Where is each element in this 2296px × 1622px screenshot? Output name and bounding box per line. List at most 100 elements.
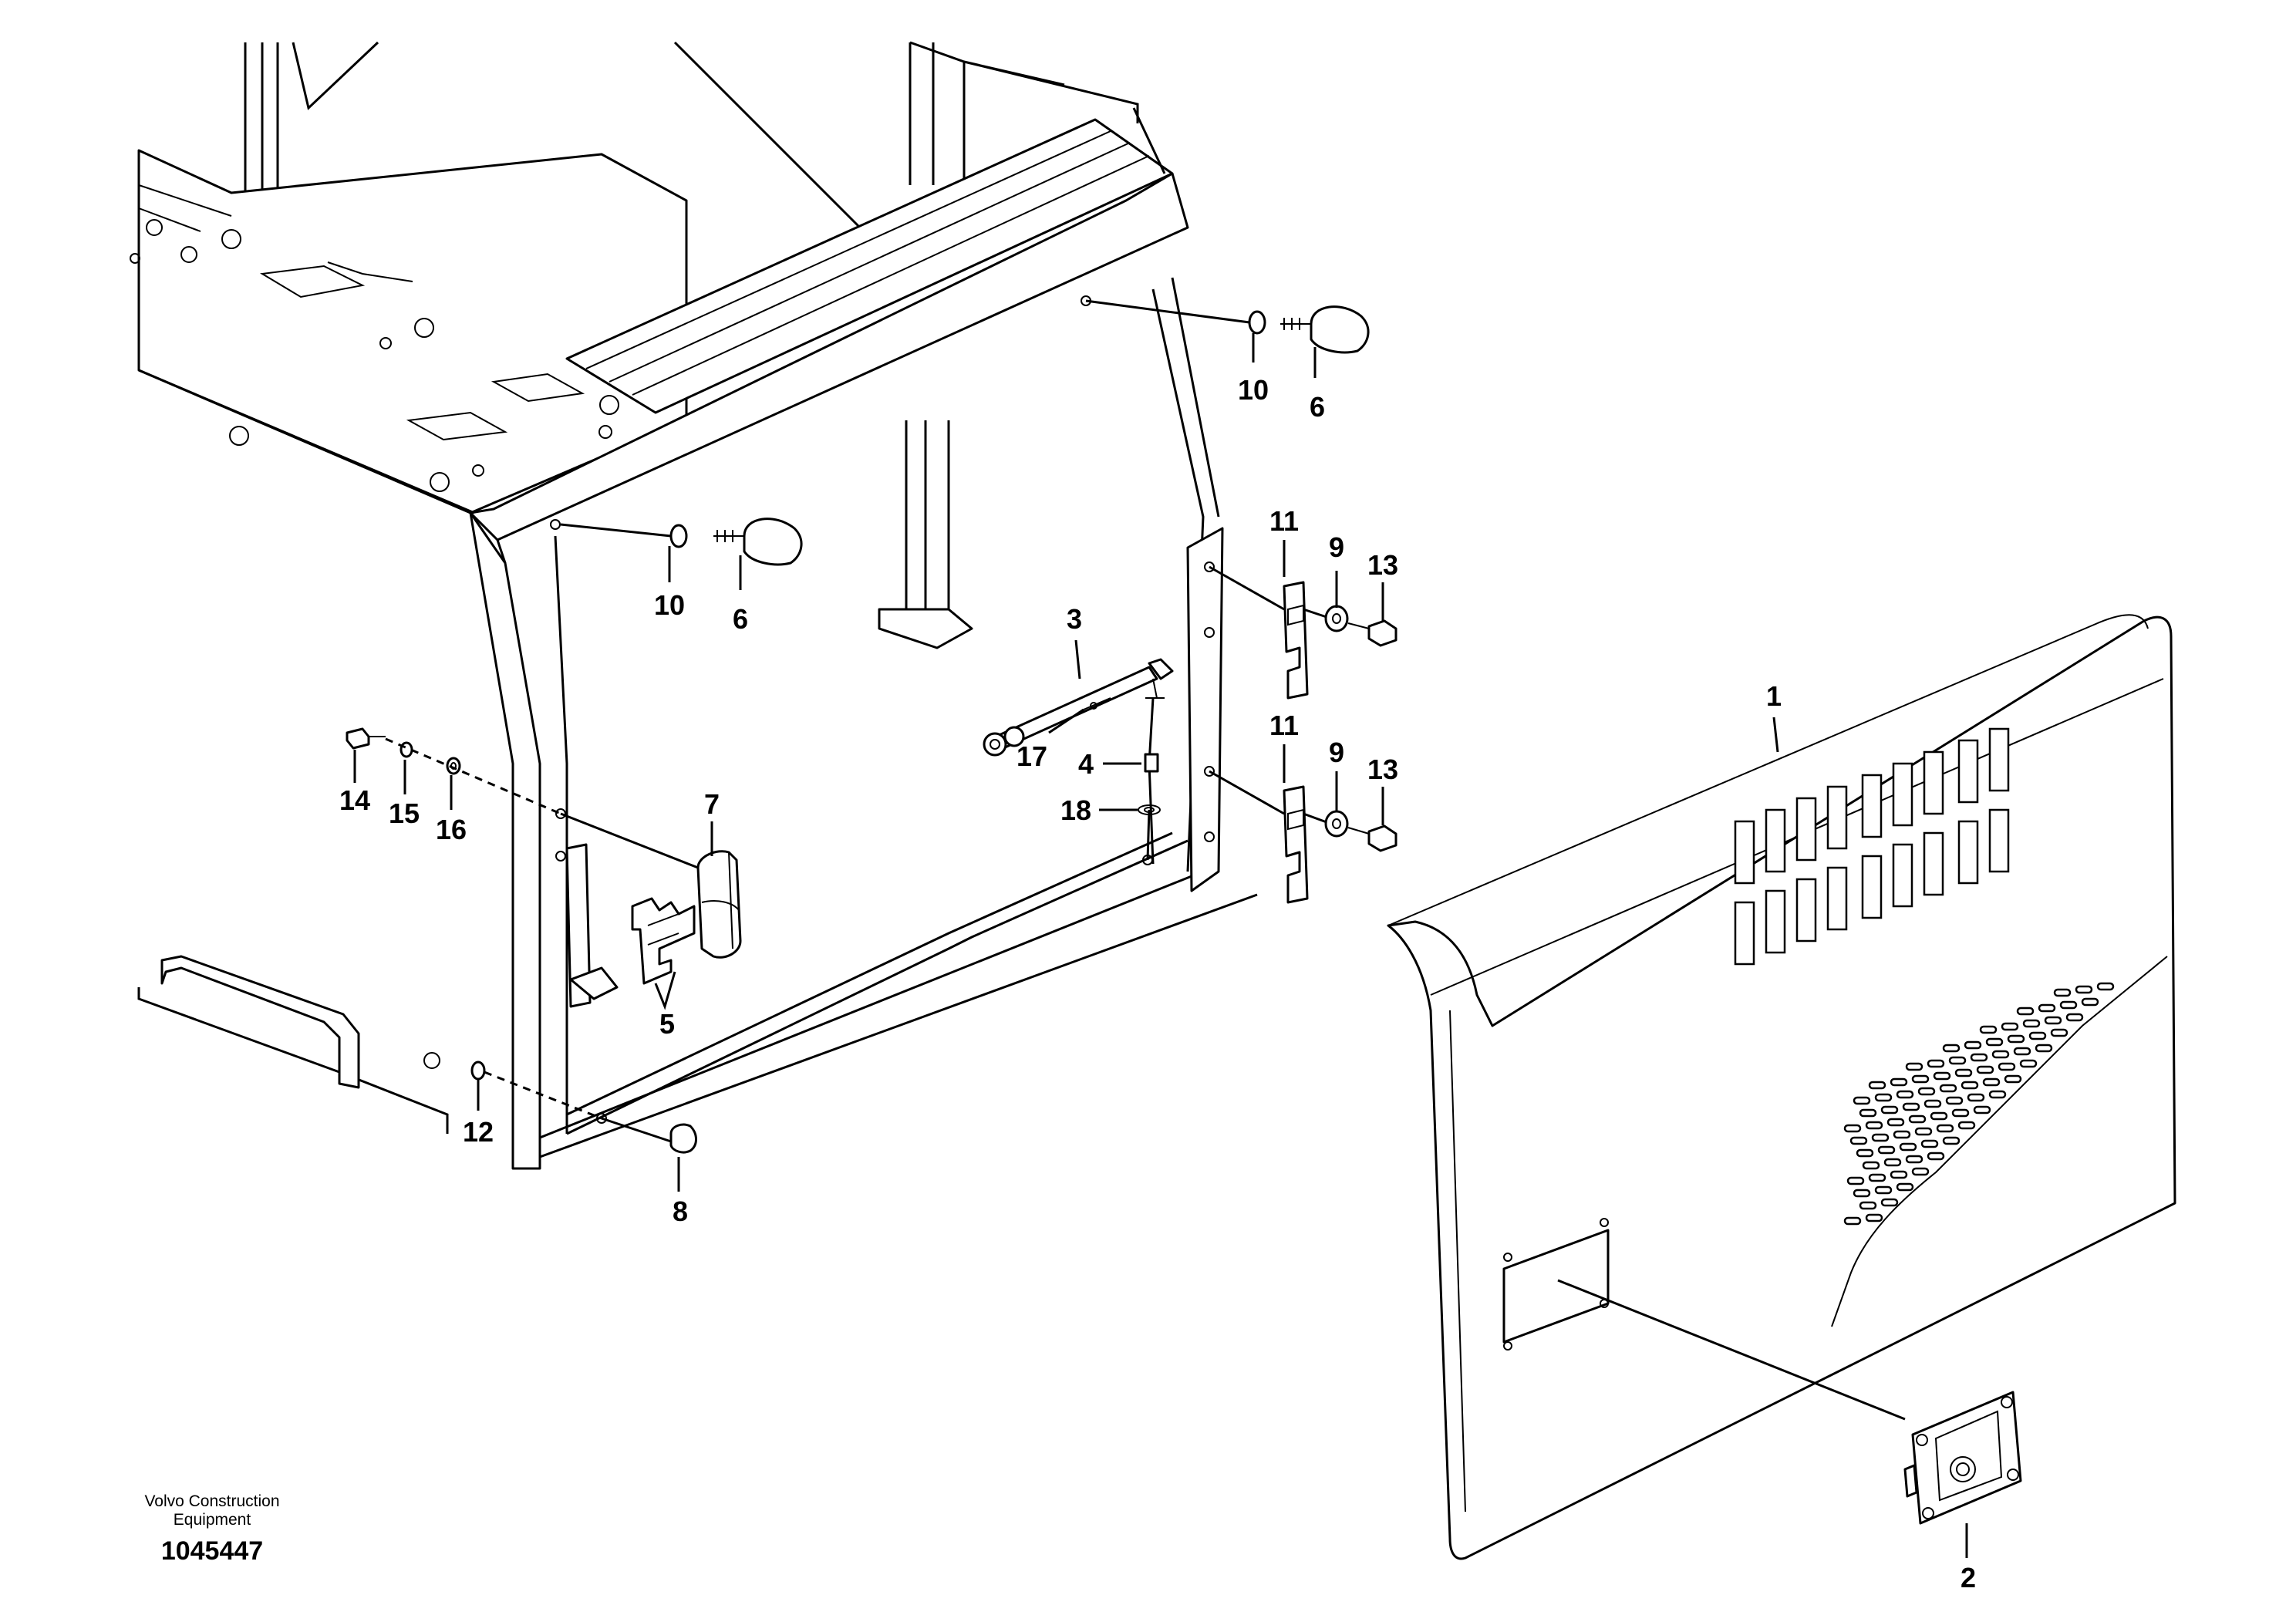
perforation-slot [1979,1025,1998,1034]
perforation-slot [2096,982,2115,991]
perforation-slot [1868,1173,1886,1182]
perforation-slot [1896,1090,1914,1099]
washer-12 [470,1061,486,1081]
perforation-slot [1961,1081,1979,1090]
perforation-slot [2075,985,2093,994]
perforation-slot [2016,1007,2035,1016]
door-panel [1387,614,2176,1560]
callout-4: 4 [1078,748,1094,780]
perforation-slot [1859,1201,1877,1210]
perforation-slot [1967,1093,1985,1102]
callout-5: 5 [659,1008,675,1040]
callout-3: 3 [1067,603,1082,635]
perforation-slot [1976,1065,1994,1074]
perforation-slot [1849,1136,1868,1145]
perforation-slot [1890,1170,1908,1179]
perforation-slot [1933,1071,1951,1081]
perforation-slot [2022,1019,2041,1028]
nut-lower [669,524,688,548]
perforation-slot [1957,1121,1976,1130]
callout-8: 8 [673,1195,688,1227]
perforation-slot [1927,1059,1945,1068]
perforation-slot [1914,1127,1933,1136]
perforation-slot [1970,1053,1988,1062]
perforation-slot [1988,1090,2007,1099]
callout-11a: 11 [1269,505,1299,537]
perforation-slot [1853,1096,1871,1105]
perforation-slot [1871,1133,1890,1142]
callout-14: 14 [339,784,370,816]
callout-11b: 11 [1269,710,1299,741]
washer-upper [1324,605,1349,632]
perforation-slot [1942,1044,1961,1053]
perforation-slot [1991,1050,2010,1059]
perforation-slot [2013,1047,2031,1056]
perforation-slot [2001,1022,2019,1031]
perforation-slot [1868,1081,1886,1090]
perforation-slot [2019,1059,2038,1068]
perforation-slot [1985,1037,2004,1047]
perforation-slot [2053,988,2072,997]
perforation-slot [1899,1142,1917,1152]
perforation-slot [1896,1182,1914,1192]
perforation-slot [2035,1044,2053,1053]
perforation-slot [1905,1062,1923,1071]
perforation-slot [1917,1087,1936,1096]
callout-17: 17 [1017,740,1047,772]
callout-9a: 9 [1329,531,1344,563]
perforation-slot [2007,1034,2025,1044]
callout-10b: 10 [654,589,685,621]
perforation-slot [1973,1105,1991,1114]
callout-9b: 9 [1329,737,1344,768]
perforation-slot [1843,1216,1862,1226]
perforation-slot [1865,1121,1883,1130]
nut-upper [1248,310,1266,335]
perforation-slot [1920,1139,1939,1148]
callout-1: 1 [1766,680,1782,712]
screw-14 [346,727,386,750]
hinge-plate-lower [1283,785,1309,904]
washer-lower [1324,810,1349,838]
stay-rod [983,658,1174,757]
perforation-slot [1856,1148,1874,1158]
perforation-slot [1930,1111,1948,1121]
bolt-8 [647,1123,697,1154]
manufacturer-label: Volvo Construction Equipment [116,1492,308,1529]
perforation-slot [1982,1077,2001,1087]
frame-structure [130,41,1258,1170]
buffer-cap-upper [1280,305,1370,354]
perforation-slot [1905,1155,1923,1164]
callout-10a: 10 [1238,374,1269,406]
perforation-slot [1998,1062,2016,1071]
callout-7: 7 [704,788,720,820]
door-louvres [1734,727,2010,966]
perforation-slot [1874,1093,1893,1102]
door-perforations [1843,982,2115,1226]
perforation-slot [1902,1102,1920,1111]
callout-16: 16 [436,814,467,845]
perforation-slot [1865,1213,1883,1222]
perforation-slot [1948,1056,1967,1065]
callout-6b: 6 [733,603,748,635]
callout-12: 12 [463,1116,494,1148]
perforation-slot [2004,1074,2022,1084]
perforation-slot [1927,1152,1945,1161]
perforation-slot [1911,1074,1930,1084]
bolt-lower [1347,824,1397,852]
callout-13b: 13 [1367,754,1398,785]
drawing-number: 1045447 [160,1536,264,1566]
callout-2: 2 [1961,1562,1976,1593]
callout-18: 18 [1060,794,1091,826]
perforation-slot [1951,1108,1970,1118]
perforation-slot [2044,1016,2062,1025]
perforation-slot [1886,1118,1905,1127]
perforation-slot [1843,1124,1862,1133]
perforation-slot [1964,1040,1982,1050]
callout-15: 15 [389,798,420,829]
perforation-slot [1890,1077,1908,1087]
hinge-plate-upper [1283,581,1309,700]
perforation-slot [1874,1185,1893,1195]
perforation-slot [2081,997,2099,1007]
manufacturer-line-1: Volvo Construction [144,1492,280,1510]
